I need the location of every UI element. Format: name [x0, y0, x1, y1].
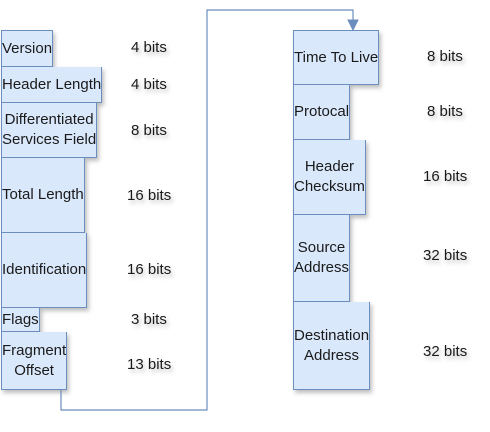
field-source-address: Source Address — [293, 215, 351, 302]
field-flags: Flags — [1, 308, 40, 332]
field-header-checksum: Header Checksum — [293, 140, 366, 215]
bits-header-checksum: 16 bits — [423, 168, 468, 185]
field-time-to-live: Time To Live — [293, 30, 380, 85]
bits-flags: 3 bits — [131, 311, 167, 328]
field-protocol: Protocal — [293, 85, 351, 140]
bits-destination-address: 32 bits — [423, 343, 468, 360]
connector-line — [60, 9, 354, 411]
right-header-stack: Time To Live Protocal Header Checksum So… — [293, 30, 413, 390]
field-header-length: Header Length — [1, 67, 103, 103]
field-differentiated-services: Differentiated Services Field — [1, 103, 98, 158]
field-destination-address: Destination Address — [293, 302, 371, 390]
bits-identification: 16 bits — [127, 261, 172, 278]
bits-source-address: 32 bits — [423, 247, 468, 264]
bits-differentiated-services: 8 bits — [131, 122, 167, 139]
bits-time-to-live: 8 bits — [427, 48, 463, 65]
bits-protocol: 8 bits — [427, 103, 463, 120]
field-total-length: Total Length — [1, 158, 85, 233]
connector-arrowhead — [347, 19, 359, 32]
field-version: Version — [1, 30, 54, 67]
left-header-stack: Version Header Length Differentiated Ser… — [1, 30, 121, 390]
bits-header-length: 4 bits — [131, 76, 167, 93]
field-identification: Identification — [1, 233, 88, 308]
bits-total-length: 16 bits — [127, 187, 172, 204]
bits-fragment-offset: 13 bits — [127, 356, 172, 373]
field-fragment-offset: Fragment Offset — [1, 332, 68, 390]
bits-version: 4 bits — [131, 39, 167, 56]
